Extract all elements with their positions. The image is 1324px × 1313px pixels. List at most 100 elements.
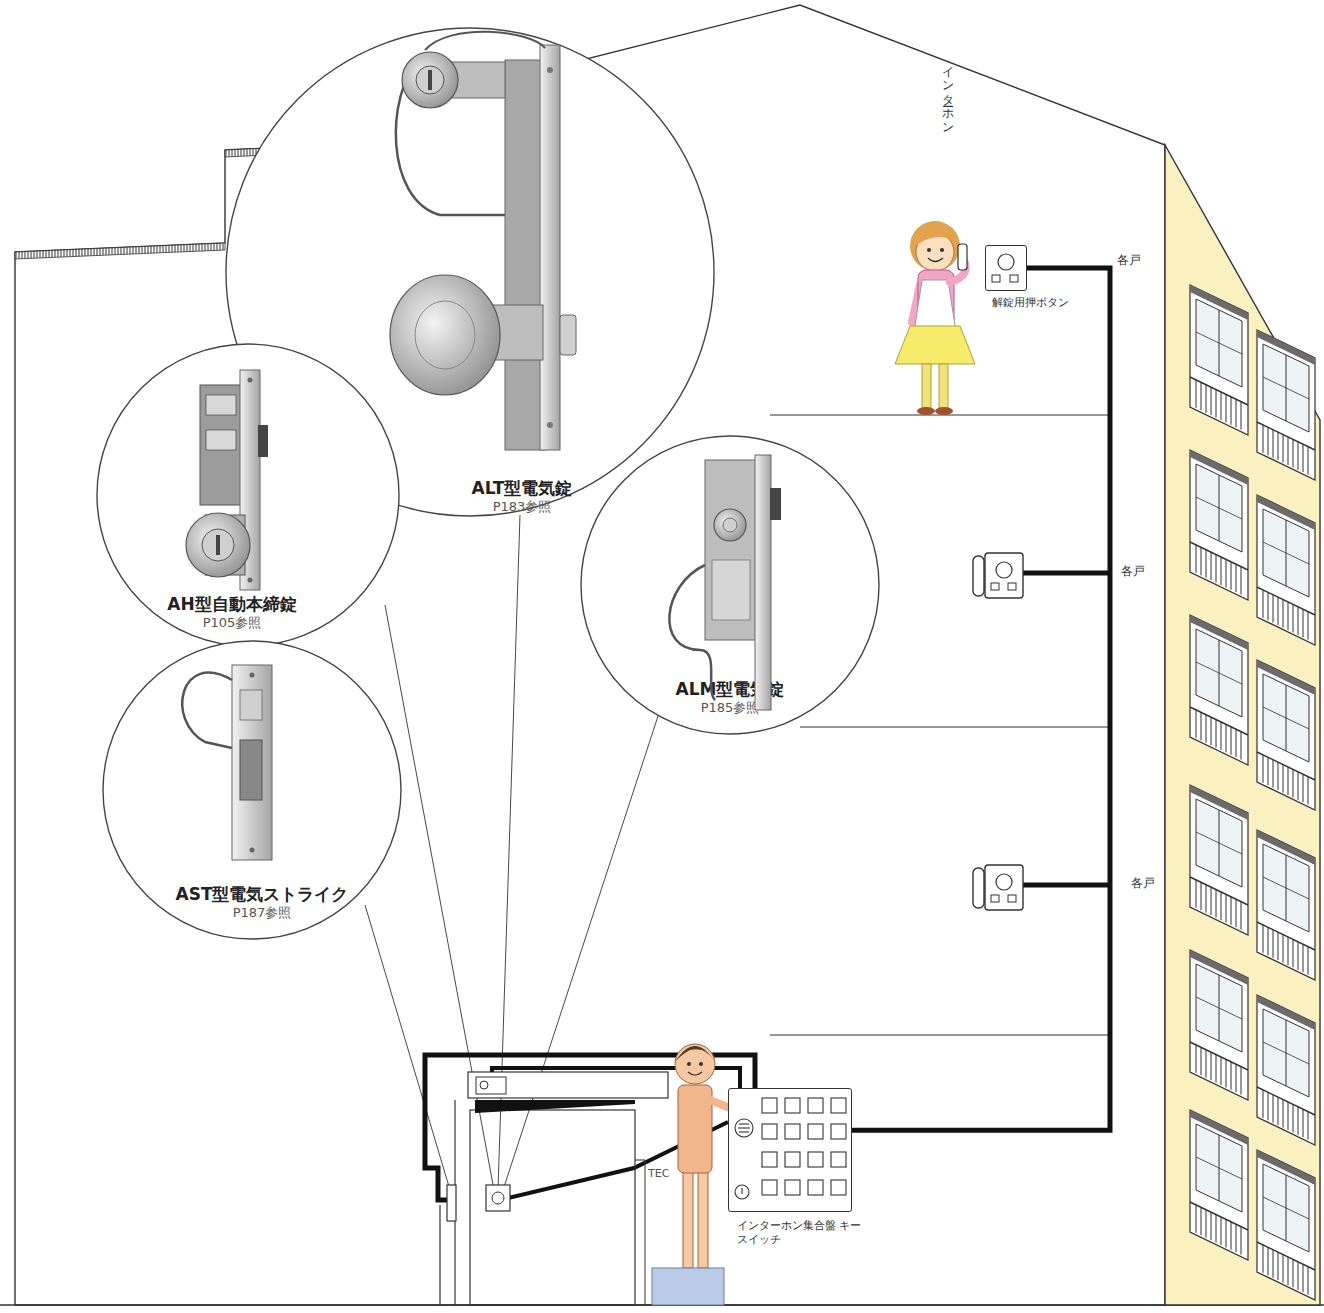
woman-figure (940, 248, 944, 252)
page-reference: P183参照 (422, 499, 622, 516)
ah-lock-photo (240, 370, 260, 590)
alt-lock-photo (547, 422, 553, 428)
door (440, 1072, 668, 1305)
ah-lock-photo (258, 425, 268, 457)
text-block: ALM型電気錠P185参照 (620, 678, 840, 717)
ast-strike-photo (182, 673, 232, 748)
woman-figure (950, 258, 966, 282)
building-front-wall (15, 243, 225, 259)
ah-lock-photo (186, 513, 250, 577)
lock-callout-circle: AH型自動本締錠P105参照 (96, 343, 400, 647)
man-figure (687, 1062, 691, 1066)
man-figure (675, 1046, 715, 1062)
man-figure (688, 1072, 702, 1075)
leader-line (498, 515, 520, 1190)
circle-outline (97, 344, 399, 646)
page-reference: P105参照 (122, 615, 342, 632)
woman-figure (939, 364, 948, 408)
woman-figure (958, 244, 967, 270)
alt-lock-photo (428, 70, 432, 90)
page-reference: P187参照 (132, 905, 392, 922)
woman-figure (895, 221, 975, 415)
circle-outline (581, 436, 879, 734)
intercom-unit (1008, 895, 1016, 902)
woman-figure (916, 233, 954, 271)
ast-strike-photo (250, 848, 255, 853)
circle-outline (102, 640, 402, 940)
alm-lock-photo (755, 455, 771, 710)
intercom-unit-face (1010, 275, 1018, 282)
panel-face (808, 1180, 823, 1195)
panel-face (762, 1124, 777, 1139)
panel-face (735, 1098, 846, 1199)
alm-lock-photo (770, 488, 781, 520)
floor-line (770, 415, 1110, 416)
building-front-wall (225, 140, 440, 157)
panel-face (831, 1098, 846, 1113)
ah-lock-photo (206, 430, 236, 450)
intercom-unit-face (992, 275, 1000, 282)
alm-lock-photo (669, 565, 715, 700)
page-reference: P185参照 (620, 700, 840, 717)
woman-figure (915, 230, 958, 246)
panel-face (735, 1119, 753, 1137)
text-block: AH型自動本締錠P105参照 (122, 593, 342, 632)
door (635, 1160, 645, 1161)
intercom-panel: インターホン集合盤 キースイッチ (728, 1088, 852, 1212)
panel-face (738, 1127, 750, 1128)
panel-label: インターホン集合盤 キースイッチ (737, 1219, 867, 1248)
door (470, 1110, 635, 1305)
leader-line (365, 515, 660, 1200)
intercom-unit (973, 868, 984, 908)
alt-lock-photo (396, 58, 505, 215)
woman-figure (922, 364, 931, 408)
lock-callout-circle: ALM型電気錠P185参照 (580, 435, 880, 735)
alt-lock-photo (540, 45, 560, 450)
intercom-unit (996, 562, 1012, 578)
door (480, 1081, 488, 1089)
man-figure (738, 1108, 748, 1118)
branch-wire (1022, 883, 1110, 888)
ast-strike-photo (240, 690, 262, 720)
building-side-wall (1165, 145, 1320, 1305)
door-wiring (425, 1055, 755, 1200)
wire-label: 各戸 (1131, 877, 1155, 890)
window (1257, 830, 1315, 980)
door (454, 1100, 455, 1305)
leader-line (365, 905, 453, 1200)
woman-figure (910, 221, 960, 271)
intercom-unit (996, 874, 1012, 890)
panel-face (808, 1098, 823, 1113)
circle-outline (96, 343, 400, 647)
panel-face (785, 1152, 800, 1167)
alt-lock-photo (488, 305, 543, 360)
vertical-label: インターホン (941, 58, 954, 128)
ah-lock-photo (205, 515, 245, 575)
alt-lock-photo (547, 67, 553, 73)
ah-lock-photo (248, 378, 253, 383)
intercom-wire (852, 268, 1110, 1130)
panel-face (785, 1124, 800, 1139)
alt-lock-photo (425, 32, 545, 50)
door (476, 1077, 506, 1094)
man-figure (652, 1268, 724, 1305)
ah-lock-photo (200, 385, 242, 505)
panel-face (831, 1124, 846, 1139)
building-front-wall (15, 5, 1165, 1305)
man-figure (699, 1062, 703, 1066)
door-label: TEC (648, 1168, 669, 1180)
building-front-wall (0, 5, 1324, 1305)
panel-face (785, 1180, 800, 1195)
window (1190, 615, 1248, 765)
text-block: インターホン集合盤 キースイッチ (737, 1219, 867, 1248)
woman-figure (918, 270, 954, 328)
panel-face (762, 1098, 777, 1113)
panel-face (741, 1188, 742, 1194)
panel-face (785, 1098, 800, 1113)
alm-lock-photo (712, 560, 750, 620)
leader-line (385, 605, 494, 1190)
